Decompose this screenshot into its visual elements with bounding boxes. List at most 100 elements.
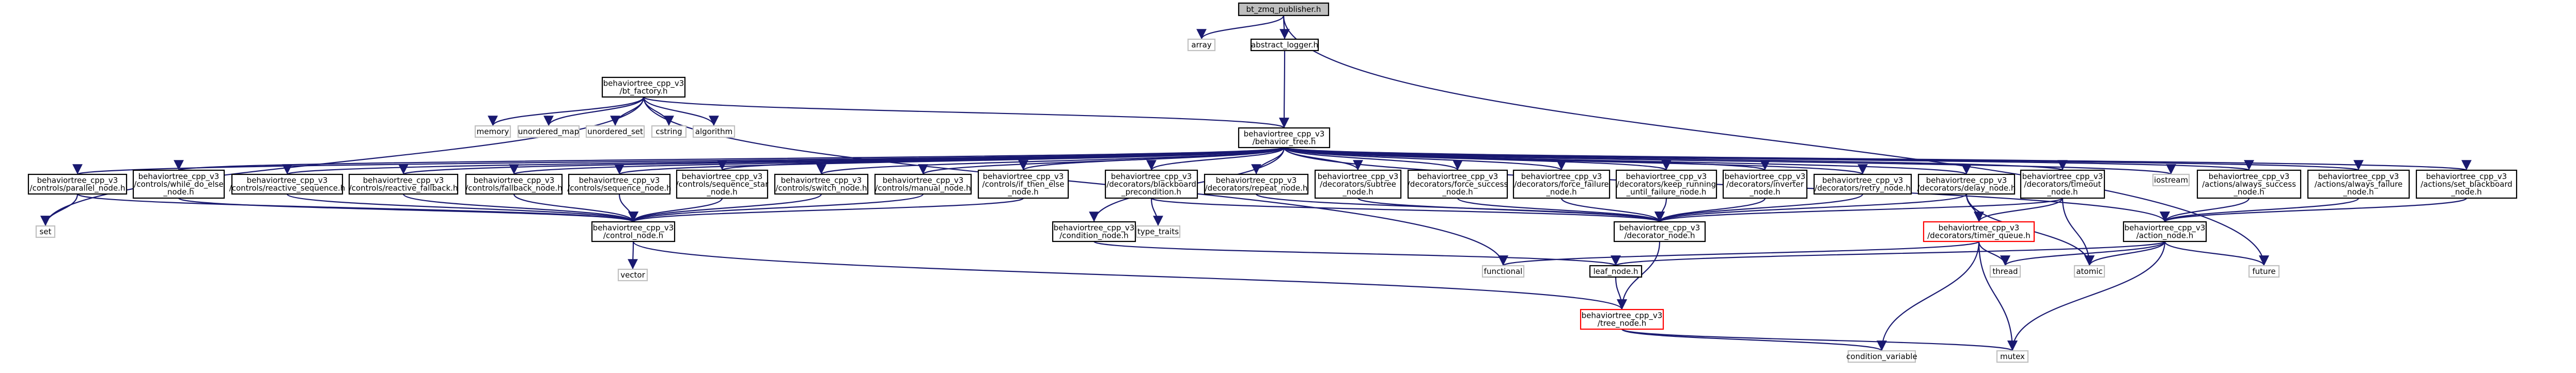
node-label-line: behaviortree_cpp_v3 [363, 176, 444, 186]
edge-blackboard-precondition-to-decorator-node [1150, 197, 1665, 223]
node-label-line: _node.h [2450, 187, 2481, 197]
node-label-line: behaviortree_cpp_v3 [682, 172, 763, 182]
node-sequence-star[interactable]: behaviortree_cpp_v3/controls/sequence_st… [676, 169, 769, 199]
node-root[interactable]: bt_zmq_publisher.h [1238, 2, 1330, 17]
node-always-failure[interactable]: behaviortree_cpp_v3/actions/always_failu… [2307, 169, 2410, 199]
node-decorator-node[interactable]: behaviortree_cpp_v3/decorator_node.h [1613, 221, 1706, 242]
node-behavior-tree[interactable]: behaviortree_cpp_v3/behavior_tree.h [1238, 127, 1331, 149]
node-bt-factory[interactable]: behaviortree_cpp_v3/bt_factory.h [601, 76, 686, 98]
node-set-blackboard[interactable]: behaviortree_cpp_v3/actions/set_blackboa… [2415, 169, 2518, 199]
node-set[interactable]: set [35, 225, 56, 238]
node-label-line: behaviortree_cpp_v3 [593, 223, 674, 233]
node-label-line: /decorators/timeout [2024, 180, 2101, 189]
node-label-line: leaf_node.h [1593, 267, 1638, 277]
node-algorithm[interactable]: algorithm [692, 125, 736, 138]
node-future[interactable]: future [2248, 265, 2280, 278]
edge-bt-factory-to-unordered-map [543, 96, 645, 126]
node-box [27, 173, 128, 195]
node-reactive-fallback[interactable]: behaviortree_cpp_v3/controls/reactive_fa… [348, 173, 459, 195]
node-label-line: /actions/always_failure [2315, 180, 2403, 189]
node-label-line: behaviortree_cpp_v3 [1926, 176, 2007, 186]
edge-manual-node-to-control-node [628, 193, 924, 223]
node-label-line: cstring [655, 127, 682, 136]
node-manual-node[interactable]: behaviortree_cpp_v3/controls/manual_node… [874, 173, 972, 195]
edge-leaf-node-to-tree-node [1615, 277, 1627, 310]
node-timeout-node[interactable]: behaviortree_cpp_v3/decorators/timeout_n… [2020, 169, 2105, 199]
node-control-node[interactable]: behaviortree_cpp_v3/control_node.h [591, 221, 676, 242]
node-box [465, 173, 563, 195]
node-label-line: behaviortree_cpp_v3 [781, 176, 862, 186]
node-box [568, 173, 671, 195]
node-thread[interactable]: thread [1989, 265, 2021, 278]
node-retry-node[interactable]: behaviortree_cpp_v3/decorators/retry_nod… [1813, 173, 1912, 195]
node-switch-node[interactable]: behaviortree_cpp_v3/controls/switch_node… [774, 173, 869, 195]
node-label-line: /decorators/blackboard [1106, 180, 1196, 189]
node-functional[interactable]: functional [1481, 265, 1525, 278]
node-box [1613, 221, 1706, 242]
edge-delay-node-to-timer-queue [1965, 193, 1984, 222]
node-timer-queue[interactable]: behaviortree_cpp_v3/decorators/timer_que… [1923, 221, 2035, 242]
node-label-line: behaviortree_cpp_v3 [983, 172, 1064, 182]
node-box [1314, 169, 1402, 199]
node-label-line: _node.h [1007, 187, 1038, 197]
node-reactive-sequence[interactable]: behaviortree_cpp_v3/controls/reactive_se… [229, 173, 346, 195]
node-array[interactable]: array [1187, 38, 1216, 52]
edge-bt-factory-to-algorithm [643, 96, 719, 126]
node-box [1996, 350, 2029, 363]
node-blackboard-precondition[interactable]: behaviortree_cpp_v3/decorators/blackboar… [1104, 169, 1198, 199]
node-if-then-else[interactable]: behaviortree_cpp_v3/controls/if_then_els… [977, 169, 1069, 199]
node-label-line: /condition_node.h [1059, 231, 1129, 241]
node-label-line: /decorators/timer_queue.h [1927, 231, 2031, 241]
node-unordered-map[interactable]: unordered_map [517, 125, 580, 138]
node-sequence-node[interactable]: behaviortree_cpp_v3/controls/sequence_no… [567, 173, 672, 195]
node-label-line: /controls/manual_node.h [875, 184, 971, 193]
node-parallel-node[interactable]: behaviortree_cpp_v3/controls/parallel_no… [27, 173, 128, 195]
node-label-line: /controls/fallback_node.h [465, 184, 563, 193]
node-leaf-node[interactable]: leaf_node.h [1589, 265, 1643, 278]
node-repeat-node[interactable]: behaviortree_cpp_v3/decorators/repeat_no… [1204, 173, 1309, 195]
node-type-traits[interactable]: type_traits [1135, 225, 1181, 238]
node-box [1589, 265, 1643, 278]
edge-timeout-node-to-decorator-node [1654, 197, 2064, 223]
node-keep-running[interactable]: behaviortree_cpp_v3/decorators/keep_runn… [1615, 169, 1718, 199]
node-box [1481, 265, 1525, 278]
edge-blackboard-precondition-to-type-traits [1150, 198, 1163, 226]
node-label-line: behaviortree_cpp_v3 [247, 176, 328, 186]
node-unordered-set[interactable]: unordered_set [585, 125, 645, 138]
node-abstract-logger[interactable]: abstract_logger.h [1250, 38, 1319, 52]
node-condition-node[interactable]: behaviortree_cpp_v3/condition_node.h [1052, 221, 1136, 242]
node-label-line: functional [1484, 267, 1523, 276]
node-always-success[interactable]: behaviortree_cpp_v3/actions/always_succe… [2196, 169, 2302, 199]
node-label-line: iostream [2154, 175, 2188, 185]
node-inverter-node[interactable]: behaviortree_cpp_v3/decorators/inverter_… [1722, 169, 1808, 199]
node-label-line: _node.h [1749, 187, 1780, 197]
edge-tree-node-to-condition-variable [1621, 328, 1887, 352]
edge-bt-factory-to-set [40, 96, 645, 226]
node-box [1238, 2, 1330, 17]
edge-timer-queue-to-functional [1498, 240, 1980, 267]
node-while-do-else[interactable]: behaviortree_cpp_v3/controls/while_do_el… [132, 169, 225, 199]
node-label-line: /controls/while_do_else [134, 180, 223, 189]
node-iostream[interactable]: iostream [2152, 173, 2190, 187]
node-force-success[interactable]: behaviortree_cpp_v3/decorators/force_suc… [1408, 169, 1508, 199]
node-action-node[interactable]: behaviortree_cpp_v3/action_node.h [2122, 221, 2207, 242]
node-memory[interactable]: memory [474, 125, 511, 138]
node-box [601, 76, 686, 98]
node-label-line: /action_node.h [2136, 231, 2193, 241]
node-condition-variable[interactable]: condition_variable [1846, 350, 1917, 363]
node-fallback-node[interactable]: behaviortree_cpp_v3/controls/fallback_no… [465, 173, 563, 195]
node-label-line: behaviortree_cpp_v3 [1318, 172, 1399, 182]
node-delay-node[interactable]: behaviortree_cpp_v3/decorators/delay_nod… [1917, 173, 2016, 195]
node-subtree-node[interactable]: behaviortree_cpp_v3/decorators/subtree_n… [1314, 169, 1402, 199]
node-label-line: abstract_logger.h [1251, 40, 1318, 50]
node-vector[interactable]: vector [617, 268, 648, 282]
edge-bt-factory-to-behavior-tree [643, 96, 1289, 129]
node-label-line: behaviortree_cpp_v3 [1619, 223, 1700, 233]
node-atomic[interactable]: atomic [2073, 265, 2105, 278]
edge-timer-queue-to-thread [1978, 241, 2010, 266]
node-tree-node[interactable]: behaviortree_cpp_v3/tree_node.h [1580, 309, 1664, 330]
node-force-failure[interactable]: behaviortree_cpp_v3/decorators/force_fai… [1512, 169, 1611, 199]
node-cstring[interactable]: cstring [651, 125, 687, 138]
node-mutex[interactable]: mutex [1996, 350, 2029, 363]
